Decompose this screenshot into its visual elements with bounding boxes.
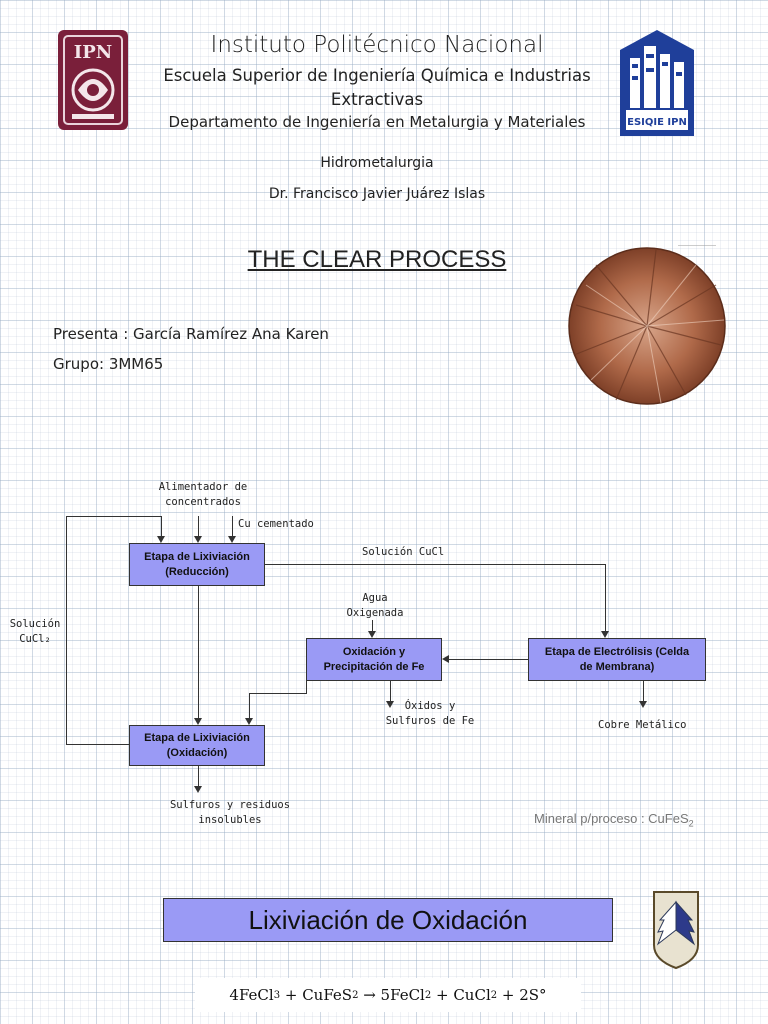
feed-label: Alimentador de concentrados bbox=[158, 481, 248, 508]
wings-emblem-icon bbox=[650, 890, 702, 970]
arrow-down-icon bbox=[245, 718, 253, 725]
esiqie-logo: ESIQIE IPN bbox=[618, 28, 696, 138]
copper-metal-label: Cobre Metálico bbox=[598, 719, 687, 731]
section-title: Lixiviación de Oxidación bbox=[248, 904, 528, 935]
residues-label: Sulfuros y residuos insolubles bbox=[169, 799, 291, 827]
svg-text:IPN: IPN bbox=[74, 42, 112, 63]
recycle-line bbox=[66, 516, 67, 745]
mineral-note: Mineral p/proceso : CuFeS2 bbox=[534, 811, 694, 829]
leaching-oxidation-box: Etapa de Lixiviación(Oxidación) bbox=[129, 725, 265, 766]
iron-oxides-label: Óxidos y Sulfuros de Fe bbox=[385, 700, 475, 728]
arrow-down-icon bbox=[386, 701, 394, 708]
arrow-down-icon bbox=[194, 786, 202, 793]
arrow-down-icon bbox=[639, 701, 647, 708]
arrow-down-icon bbox=[157, 536, 165, 543]
section-title-box: Lixiviación de Oxidación bbox=[163, 898, 613, 942]
arrow-down-icon bbox=[368, 631, 376, 638]
professor-name: Dr. Francisco Javier Juárez Islas bbox=[268, 186, 486, 202]
svg-text:ESIQIE IPN: ESIQIE IPN bbox=[627, 117, 687, 128]
department-name: Departamento de Ingeniería en Metalurgia… bbox=[168, 113, 586, 131]
arrow-left-icon bbox=[442, 655, 449, 663]
solution-cucl-label: Solución CuCl bbox=[362, 546, 445, 558]
school-name-line2: Extractivas bbox=[330, 90, 424, 109]
arrow-down-icon bbox=[194, 536, 202, 543]
course-name: Hidrometalurgia bbox=[320, 155, 434, 171]
arrow-down-icon bbox=[228, 536, 236, 543]
ipn-logo: IPN bbox=[56, 28, 130, 132]
group-label: Grupo: 3MM65 bbox=[53, 355, 164, 373]
hydrogen-peroxide-label: Agua Oxigenada bbox=[346, 592, 404, 619]
arrow-down-icon bbox=[194, 718, 202, 725]
presenter-name: Presenta : García Ramírez Ana Karen bbox=[53, 325, 329, 343]
cu-cemented-label: Cu cementado bbox=[238, 518, 314, 530]
leaching-reduction-box: Etapa de Lixiviación(Reducción) bbox=[129, 543, 265, 586]
school-name-line1: Escuela Superior de Ingeniería Química e… bbox=[163, 66, 591, 85]
page-title: THE CLEAR PROCESS bbox=[247, 246, 507, 273]
copper-sample-image bbox=[566, 244, 728, 407]
solution-cucl2-label: Solución CuCl₂ bbox=[9, 618, 61, 645]
institution-name: Instituto Politécnico Nacional bbox=[210, 32, 544, 58]
arrow-down-icon bbox=[601, 631, 609, 638]
